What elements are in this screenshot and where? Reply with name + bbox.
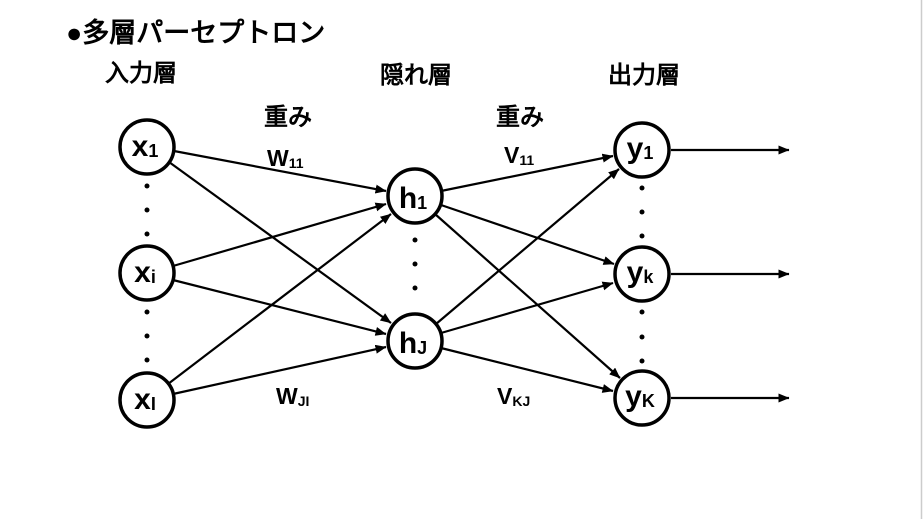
node-hJ-circle <box>386 312 444 370</box>
node-yK-circle <box>613 369 671 427</box>
edge-xi-h1 <box>172 202 387 268</box>
dots-input-top <box>144 183 150 237</box>
node-yk-sub: k <box>643 267 654 287</box>
label-input-layer: 入力層 <box>105 60 177 87</box>
dot <box>412 285 418 291</box>
dots-output-top <box>639 185 645 239</box>
node-xI-label: xI <box>134 383 156 416</box>
node-xi-base: x <box>134 256 151 289</box>
label-wji-base: W <box>276 383 298 409</box>
node-yK-label: yK <box>625 380 655 413</box>
dot <box>639 209 645 215</box>
dot <box>639 233 645 239</box>
node-x1-circle <box>118 118 176 176</box>
edge-xI-hJ <box>172 344 387 396</box>
node-yK-base: y <box>625 380 642 413</box>
dot <box>144 207 150 213</box>
dot <box>144 183 150 189</box>
label-vkj-base: V <box>497 383 513 409</box>
edge-x1-hJ <box>168 161 392 324</box>
dot <box>639 185 645 191</box>
node-x1-base: x <box>132 130 149 163</box>
label-output-layer: 出力層 <box>608 62 680 89</box>
label-v11-sub: 11 <box>519 152 534 168</box>
dot <box>412 261 418 267</box>
edge-h1-yk <box>440 203 615 266</box>
edge-xI-h1 <box>167 213 392 385</box>
node-xI-sub: I <box>151 394 156 414</box>
node-y1-sub: 1 <box>643 143 653 163</box>
node-yk-base: y <box>627 256 644 289</box>
edge-x1-h1 <box>173 149 387 194</box>
label-vkj-sub: KJ <box>512 393 530 409</box>
dots-output-bottom <box>639 309 645 364</box>
node-yk-label: yk <box>627 256 655 289</box>
node-h1-base: h <box>399 182 417 215</box>
node-hJ-label: hJ <box>399 327 427 360</box>
node-xi-circle <box>118 244 176 302</box>
edge-hJ-yk <box>440 281 614 335</box>
label-hidden-layer: 隠れ層 <box>380 62 452 89</box>
dots-hidden <box>412 237 418 291</box>
label-w11: W11 <box>267 145 304 171</box>
page-title: ●多層パーセプトロン <box>66 18 325 48</box>
edge-hJ-y1 <box>435 168 620 325</box>
dot <box>639 309 645 315</box>
node-xI-base: x <box>134 383 151 416</box>
node-yK-sub: K <box>642 391 655 411</box>
node-y1-base: y <box>627 132 644 165</box>
edge-h1-y1 <box>440 153 614 193</box>
node-hJ-sub: J <box>417 338 427 358</box>
label-vkj: VKJ <box>497 383 530 409</box>
node-y1-circle <box>613 121 671 179</box>
dot <box>639 358 645 364</box>
label-weight-left: 重み <box>264 104 312 131</box>
dot <box>639 334 645 340</box>
label-wji: WJI <box>276 383 309 409</box>
label-v11-base: V <box>504 142 520 168</box>
node-x1-label: x1 <box>132 130 159 163</box>
dot <box>144 357 150 363</box>
node-xi-sub: i <box>151 267 156 287</box>
node-h1-label: h1 <box>399 182 427 215</box>
node-y1-label: y1 <box>627 132 654 165</box>
node-x1-sub: 1 <box>148 141 158 161</box>
edge-h1-yK <box>434 213 621 379</box>
dots-input-bottom <box>144 309 150 363</box>
edge-xi-hJ <box>172 278 387 336</box>
dot <box>144 333 150 339</box>
label-wji-sub: JI <box>298 393 310 409</box>
label-weight-right: 重み <box>496 104 544 131</box>
edge-hJ-yK <box>440 346 614 393</box>
dot <box>144 231 150 237</box>
node-hJ-base: h <box>399 327 417 360</box>
dot <box>144 309 150 315</box>
node-yk-circle <box>613 245 671 303</box>
node-h1-sub: 1 <box>417 193 427 213</box>
node-xI-circle <box>118 371 176 429</box>
label-w11-base: W <box>267 145 289 171</box>
label-v11: V11 <box>504 142 534 168</box>
dot <box>412 237 418 243</box>
node-xi-label: xi <box>134 256 156 289</box>
node-h1-circle <box>386 167 444 225</box>
label-w11-sub: 11 <box>289 155 304 171</box>
